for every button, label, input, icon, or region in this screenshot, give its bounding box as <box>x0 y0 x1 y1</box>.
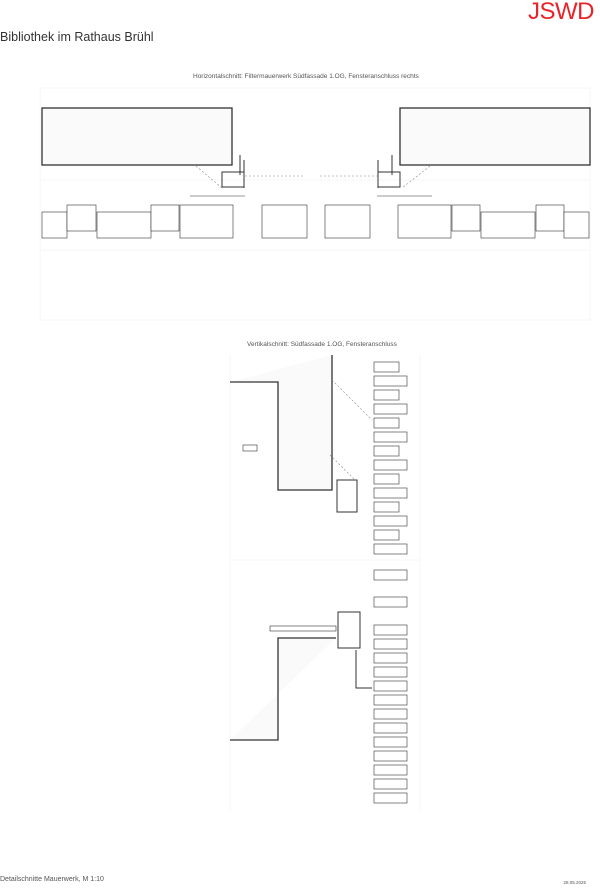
brick <box>373 473 400 485</box>
brick <box>373 680 408 692</box>
brick <box>373 459 408 471</box>
brick <box>373 417 400 429</box>
brick <box>373 543 408 555</box>
brick <box>373 487 408 499</box>
brick <box>373 501 400 513</box>
brick <box>373 792 408 804</box>
horizontal-section-caption: Horizontalschnitt: Filtermauerwerk Südfa… <box>193 73 419 80</box>
brick <box>373 529 400 541</box>
brick <box>373 736 408 748</box>
sheet-title: Detailschnitte Mauerwerk, M 1:10 <box>0 876 104 883</box>
brick <box>373 596 408 608</box>
brick <box>373 778 408 790</box>
brick <box>373 638 408 650</box>
brick <box>373 750 408 762</box>
brick <box>373 431 408 443</box>
brick <box>373 652 408 664</box>
brick <box>373 694 408 706</box>
brick <box>373 722 408 734</box>
brick <box>373 569 408 581</box>
brick <box>373 445 400 457</box>
brick <box>373 515 408 527</box>
brick <box>373 666 408 678</box>
brick <box>373 624 408 636</box>
brick <box>373 403 408 415</box>
vertical-section-caption: Vertikalschnitt: Südfassade 1.OG, Fenste… <box>247 341 397 348</box>
jswd-logo: JSWD <box>528 0 595 25</box>
brick <box>373 708 408 720</box>
brick <box>373 375 408 387</box>
brick <box>373 361 400 373</box>
brick <box>373 389 400 401</box>
brick <box>373 764 408 776</box>
project-title: Bibliothek im Rathaus Brühl <box>0 30 154 44</box>
sheet-date: 28.05.2025 <box>563 880 586 885</box>
